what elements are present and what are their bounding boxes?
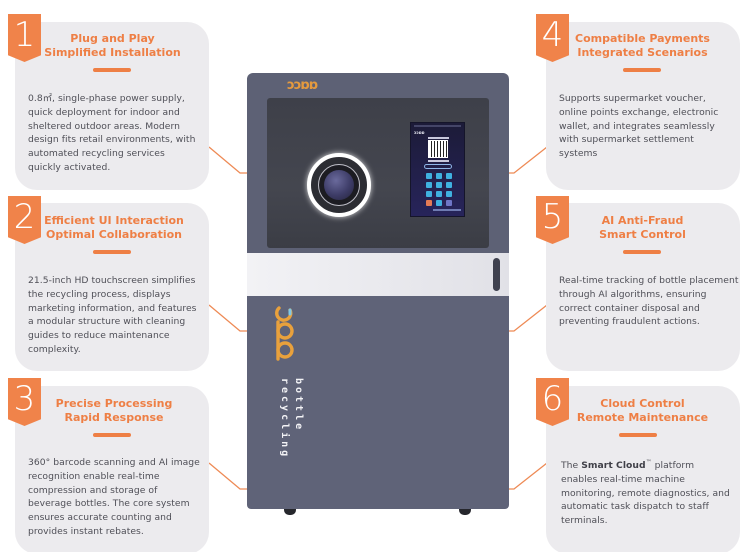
screen-title-line: [428, 137, 449, 139]
feature-number-badge-6: 6: [536, 378, 569, 426]
screen-status-bar: [414, 125, 461, 127]
machine-top-logo: ɔɔɒɒ: [287, 78, 318, 93]
screen-subtitle-line: [428, 160, 449, 162]
recycling-machine: ɔɔɒɒ ɔɔɒɒ: [247, 73, 509, 516]
feature-card-3: [15, 386, 209, 552]
screen-keypad: [426, 173, 452, 206]
feature-divider-1: [93, 68, 131, 72]
feature-number-badge-1: 1: [8, 14, 41, 62]
feature-description-1: 0.8㎡, single-phase power supply, quick d…: [28, 93, 196, 173]
feature-divider-4: [623, 68, 661, 72]
feature-number-badge-4: 4: [536, 14, 569, 62]
connector-6: [508, 462, 548, 490]
screen-input-button: [424, 164, 452, 169]
machine-lower-cabinet: bottle recycling: [247, 296, 509, 509]
qr-code-icon: [428, 140, 448, 158]
connector-1: [208, 146, 248, 174]
keypad-key: [426, 173, 432, 179]
feature-card-6: [546, 386, 740, 552]
feature-title-5: AI Anti-Fraud Smart Control: [599, 214, 686, 241]
keypad-key: [436, 200, 442, 206]
keypad-delete-key: [426, 200, 432, 206]
keypad-confirm-key: [446, 200, 452, 206]
brand-logo-icon: [275, 306, 294, 361]
feature-title-1: Plug and Play Simplified Installation: [44, 32, 181, 59]
keypad-key: [436, 173, 442, 179]
feature-description-4: Supports supermarket voucher, online poi…: [559, 93, 719, 160]
trademark-symbol: ™: [645, 459, 652, 466]
feature-divider-2: [93, 250, 131, 254]
feature-description-6: The Smart Cloud™ platform enables real-t…: [561, 456, 733, 528]
keypad-key: [446, 173, 452, 179]
feature-title-6: Cloud Control Remote Maintenance: [576, 397, 709, 424]
feature-title-4: Compatible Payments Integrated Scenarios: [575, 32, 710, 59]
feature-divider-6: [619, 433, 657, 437]
connector-2: [208, 304, 248, 332]
feature-card-2: [15, 203, 209, 371]
feature-divider-3: [93, 433, 131, 437]
keypad-key: [426, 182, 432, 188]
feature-description-5: Real-time tracking of bottle placement t…: [559, 275, 739, 328]
keypad-key: [426, 191, 432, 197]
connector-3: [208, 462, 248, 490]
feature-description-6-suffix: platform enables real-time machine monit…: [561, 460, 730, 527]
keypad-key: [446, 182, 452, 188]
feature-card-5: [546, 203, 740, 371]
feature-title-3: Precise Processing Rapid Response: [55, 397, 173, 424]
feature-number-badge-2: 2: [8, 196, 41, 244]
feature-divider-5: [623, 250, 661, 254]
feature-description-2: 21.5-inch HD touchscreen simplifies the …: [28, 275, 197, 355]
keypad-key: [436, 191, 442, 197]
bottle-intake-hole: [324, 170, 354, 200]
machine-foot-right: [459, 509, 471, 515]
machine-foot-left: [284, 509, 296, 515]
keypad-key: [436, 182, 442, 188]
feature-card-1: [15, 22, 209, 190]
feature-number-badge-5: 5: [536, 196, 569, 244]
connector-5: [508, 304, 548, 332]
machine-touchscreen: ɔɔɒɒ: [410, 122, 465, 217]
bottle-intake-port: [307, 153, 371, 217]
screen-footer-line: [433, 209, 461, 211]
keypad-key: [446, 191, 452, 197]
feature-title-2: Efficient UI Interaction Optimal Collabo…: [44, 214, 184, 241]
feature-description-3: 360° barcode scanning and AI image recog…: [28, 457, 200, 537]
smart-cloud-brand: Smart Cloud: [581, 460, 646, 472]
screen-logo: ɔɔɒɒ: [414, 130, 425, 135]
machine-front-window: ɔɔɒɒ: [267, 98, 489, 248]
door-handle: [493, 258, 500, 291]
brand-text: bottle recycling: [279, 378, 304, 460]
bottle-intake-inner-ring: [318, 164, 360, 206]
feature-card-4: [546, 22, 740, 190]
machine-upper-panel: ɔɔɒɒ ɔɔɒɒ: [247, 73, 509, 253]
feature-description-6-prefix: The: [561, 460, 582, 472]
machine-middle-band: [247, 253, 509, 296]
connector-4: [508, 146, 548, 174]
feature-number-badge-3: 3: [8, 378, 41, 426]
